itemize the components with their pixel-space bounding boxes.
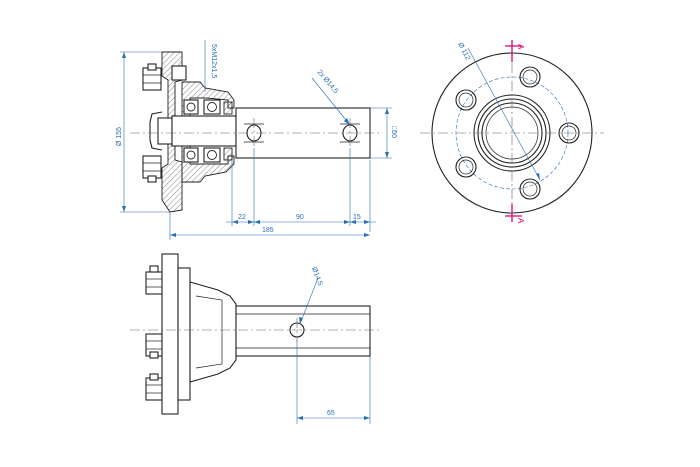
bolt-circle-label: Ø 112 (456, 42, 471, 62)
offset-22-label: 22 (238, 214, 246, 221)
top-stud (171, 65, 187, 81)
hub-contour (189, 281, 237, 383)
hub-cap (149, 111, 163, 151)
end-15-label: 15 (353, 214, 361, 221)
stud-bottom (145, 373, 163, 401)
bearing-inner (203, 99, 221, 163)
bearing-outer (183, 99, 199, 163)
side-view: Ø14,5 65 (130, 253, 380, 424)
tube-square-label: □50 (390, 126, 397, 138)
stud-middle (145, 333, 163, 359)
pin-holes-label: 2x Ø14,5 (315, 69, 339, 95)
section-marker: A A (505, 40, 525, 224)
wheel-stud-top (142, 63, 162, 91)
seal (223, 101, 233, 115)
span-90-label: 90 (296, 214, 304, 221)
flange-plate (161, 253, 179, 415)
overall-185-label: 185 (262, 227, 274, 234)
section-label-top: A (516, 44, 525, 50)
bottom-hole-label: Ø14,5 (310, 266, 323, 286)
side-square-axle (235, 305, 371, 357)
stud-top (145, 265, 163, 295)
hub-body (181, 81, 235, 183)
end-view: Ø 112 A A (420, 40, 604, 224)
nut (157, 117, 173, 145)
bolt-hole-3 (455, 156, 477, 178)
flange-diameter-label: Ø 155 (116, 127, 123, 146)
section-label-bottom: A (516, 218, 525, 224)
section-view: 5xM12x1,5 Ø 155 □50 2x Ø14,5 22 90 15 (116, 40, 397, 240)
bolt-hole-2 (455, 89, 477, 111)
bottom-65-label: 65 (327, 410, 335, 417)
spindle (171, 115, 237, 147)
thread-spec-label: 5xM12x1,5 (210, 44, 217, 78)
wheel-stud-bottom (142, 155, 162, 183)
bolt-hole-1 (519, 66, 541, 88)
bolt-hole-4 (519, 178, 541, 200)
